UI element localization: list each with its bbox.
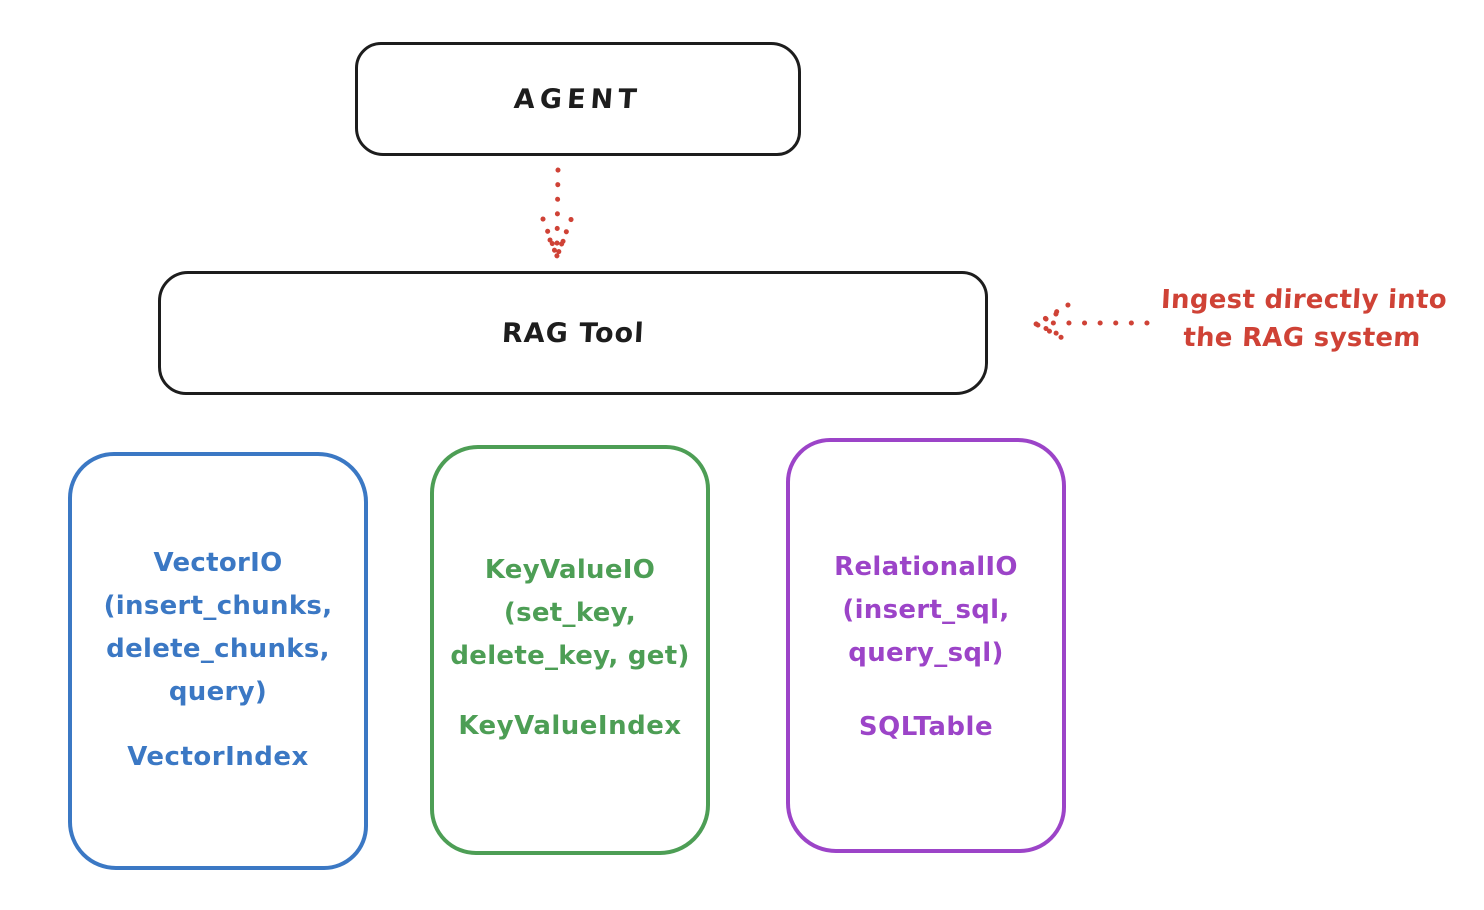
rag-tool-box: RAG Tool <box>158 271 988 395</box>
relational-io-text: RelationalIO (insert_sql, query_sql) <box>834 552 1018 668</box>
agent-to-ragtool-arrowhead <box>540 214 575 264</box>
vector-io-text: VectorIO (insert_chunks, delete_chunks, … <box>103 548 333 707</box>
keyvalue-index-text: KeyValueIndex <box>458 711 682 741</box>
ingest-annotation: Ingest directly into the RAG system <box>1160 285 1448 353</box>
agent-to-ragtool-arrowhead-inner <box>547 236 567 263</box>
rag-tool-box-label: RAG Tool <box>500 317 646 349</box>
vector-io-box: VectorIO (insert_chunks, delete_chunks, … <box>68 452 368 870</box>
annotation-to-ragtool-arrowhead-inner <box>1030 311 1061 337</box>
agent-box-label: AGENT <box>513 83 643 115</box>
agent-box: AGENT <box>355 42 801 156</box>
relational-io-box: RelationalIO (insert_sql, query_sql) SQL… <box>786 438 1066 853</box>
agent-to-ragtool-arrow-shaft <box>554 167 561 249</box>
relational-index-text: SQLTable <box>858 712 994 742</box>
annotation-to-ragtool-arrowhead <box>1030 302 1073 345</box>
vector-index-text: VectorIndex <box>127 742 309 772</box>
keyvalue-io-box: KeyValueIO (set_key, delete_key, get) Ke… <box>430 445 710 855</box>
keyvalue-io-text: KeyValueIO (set_key, delete_key, get) <box>450 555 690 671</box>
